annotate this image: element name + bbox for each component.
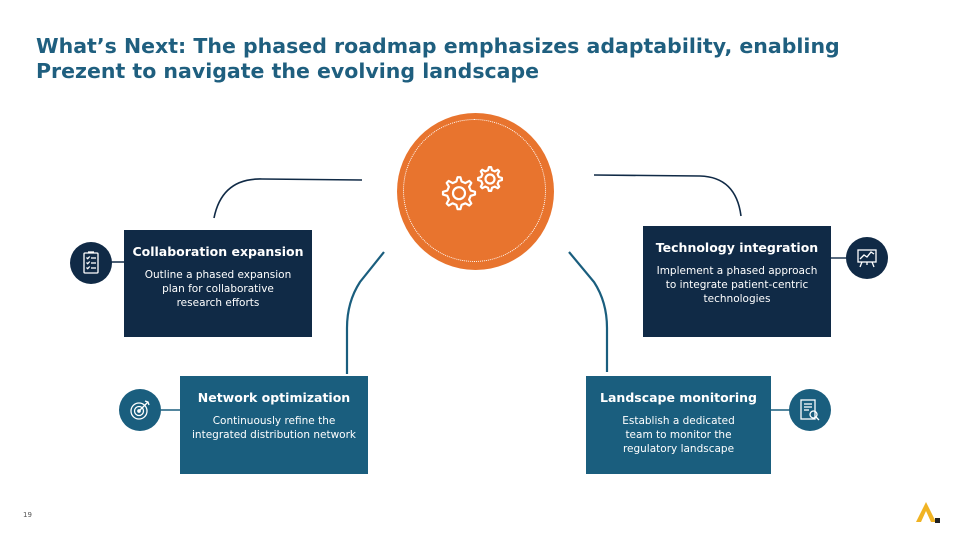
badge-collaboration (70, 242, 112, 284)
card-description: Outline a phased expansion plan for coll… (144, 269, 292, 309)
chart-board-icon (857, 249, 877, 268)
connector-tech (593, 174, 742, 217)
card-landscape-monitoring: Landscape monitoring Establish a dedicat… (586, 376, 771, 474)
document-search-icon (800, 399, 820, 421)
card-title: Technology integration (655, 240, 819, 255)
hub-dotted-ring (403, 119, 546, 262)
gears-icon (441, 166, 503, 211)
card-title: Network optimization (197, 390, 351, 405)
card-description: Continuously refine the integrated distr… (192, 415, 356, 441)
card-title: Landscape monitoring (600, 390, 757, 405)
card-title: Collaboration expansion (132, 244, 304, 259)
card-network-optimization: Network optimization Continuously refine… (180, 376, 368, 474)
connector-landscape (568, 251, 609, 372)
card-description: Establish a dedicated team to monitor th… (622, 415, 735, 455)
badge-technology (846, 237, 888, 279)
card-technology-integration: Technology integration Implement a phase… (643, 226, 831, 337)
prezent-logo-icon (916, 502, 940, 523)
badge-landscape (789, 389, 831, 431)
roadmap-hub (397, 113, 554, 270)
card-description: Implement a phased approach to integrate… (656, 265, 818, 305)
slide-number: 19 (23, 511, 32, 519)
slide-title: What’s Next: The phased roadmap emphasiz… (36, 34, 840, 83)
connector-collab (213, 178, 363, 219)
target-icon (130, 400, 150, 420)
badge-network (119, 389, 161, 431)
checklist-icon (83, 251, 99, 274)
card-collaboration-expansion: Collaboration expansion Outline a phased… (124, 230, 312, 337)
connector-network (345, 251, 385, 374)
